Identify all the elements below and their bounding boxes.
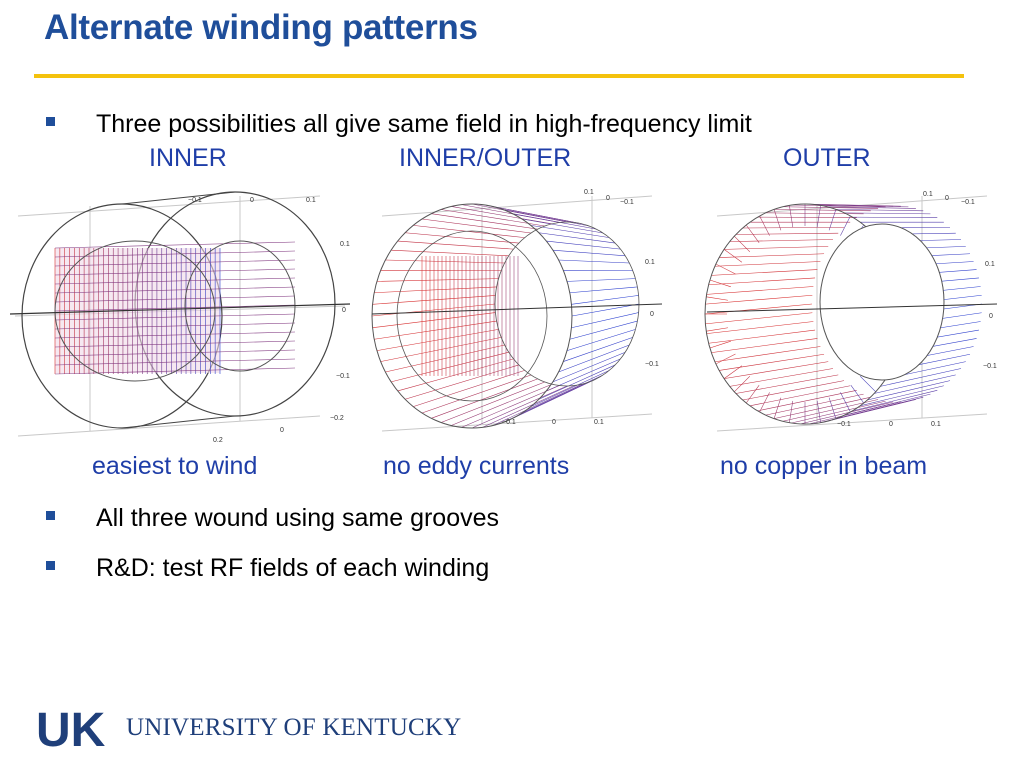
- figure-inner-winding: −0.1 0 0.1 0.1 0 −0.1 −0.2 0 0.2: [10, 191, 351, 444]
- tick-label: 0: [650, 311, 654, 318]
- bullet-square-icon: [46, 561, 55, 570]
- tick-label: 0.1: [931, 421, 941, 428]
- slide-title: Alternate winding patterns: [44, 8, 478, 47]
- tick-label: −0.1: [620, 199, 634, 206]
- tick-label: 0.1: [340, 241, 350, 248]
- title-underline: [34, 74, 964, 78]
- caption-inner-outer: no eddy currents: [383, 452, 570, 480]
- tick-label: 0: [280, 427, 284, 434]
- caption-outer: no copper in beam: [720, 452, 928, 480]
- tick-label: 0: [250, 197, 254, 204]
- bullet-text: All three wound using same grooves: [96, 504, 500, 532]
- tick-label: 0: [989, 313, 993, 320]
- figure-inner-outer-winding: 0.1 0 −0.1 0.1 0 −0.1 −0.1 0 0.1: [371, 189, 663, 432]
- tick-label: 0: [342, 307, 346, 314]
- tick-label: 0.1: [645, 259, 655, 266]
- uk-logo-mark: UK: [36, 704, 106, 752]
- tick-label: −0.1: [961, 199, 975, 206]
- tick-label: 0.2: [213, 437, 223, 444]
- tick-label: 0: [945, 195, 949, 202]
- tick-label: −0.1: [188, 197, 202, 204]
- tick-label: 0.1: [306, 197, 316, 204]
- pattern-label-outer: OUTER: [783, 144, 871, 172]
- tick-label: 0: [552, 419, 556, 426]
- figure-outer-winding: 0.1 0 −0.1 0.1 0 −0.1 −0.1 0 0.1: [704, 191, 998, 432]
- tick-label: 0.1: [923, 191, 933, 198]
- tick-label: −0.1: [983, 363, 997, 370]
- bullet-text: Three possibilities all give same field …: [96, 110, 752, 138]
- tick-label: −0.2: [330, 415, 344, 422]
- tick-label: −0.1: [645, 361, 659, 368]
- tick-label: 0: [606, 195, 610, 202]
- tick-label: 0.1: [985, 261, 995, 268]
- tick-label: 0.1: [584, 189, 594, 196]
- university-name: UNIVERSITY OF KENTUCKY: [126, 714, 462, 741]
- tick-label: 0: [889, 421, 893, 428]
- bullet-square-icon: [46, 511, 55, 520]
- tick-label: −0.1: [336, 373, 350, 380]
- pattern-label-inner-outer: INNER/OUTER: [399, 144, 572, 172]
- caption-inner: easiest to wind: [92, 452, 258, 480]
- tick-label: 0.1: [594, 419, 604, 426]
- uk-logo: UK: [36, 704, 106, 752]
- bullet-square-icon: [46, 117, 55, 126]
- tick-label: −0.1: [502, 419, 516, 426]
- tick-label: −0.1: [837, 421, 851, 428]
- pattern-label-inner: INNER: [149, 144, 227, 172]
- bullet-text: R&D: test RF fields of each winding: [96, 554, 490, 582]
